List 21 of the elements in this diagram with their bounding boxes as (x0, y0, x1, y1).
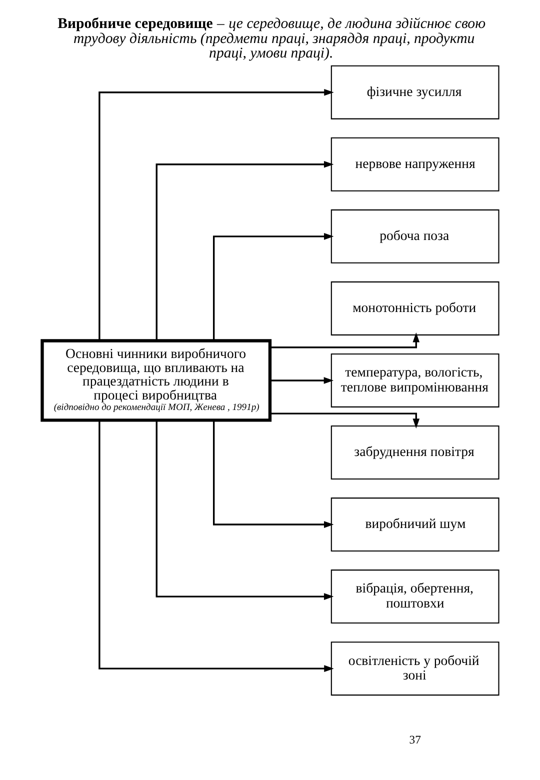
node-box: температура, вологість, теплове випромінювання (330, 353, 499, 408)
arrow (98, 88, 334, 341)
node-box: монотонність роботи (330, 281, 499, 336)
node-box: фізичне зусилля (330, 65, 499, 120)
arrow (212, 420, 334, 528)
node-box: нервове напруження (330, 137, 499, 192)
arrow (155, 420, 334, 600)
arrow (212, 233, 334, 341)
node-box: робоча поза (330, 209, 499, 264)
diagram-title: Виробниче середовище – це середовище, де людина здійснює свою трудову діяльність (предмети праці, знаряддя праці, продукти праці, умови праці). (57, 16, 486, 62)
label: 37 (408, 734, 420, 747)
arrow (270, 332, 420, 348)
node-box: виробничий шум (330, 498, 499, 552)
arrow (155, 160, 334, 340)
arrow (270, 377, 334, 384)
node-box: освітленість у робочій зоні (330, 642, 499, 696)
node-box: Основні чинники виробничого середовища, що впливають на працездатність людини в процесі виробництва (відповідно до рекомендації МОП, Женева , 1991р) (40, 339, 272, 422)
node-box: забруднення повітря (330, 425, 499, 480)
arrow (270, 412, 420, 428)
arrow (98, 420, 334, 672)
node-box: вібрація, обертення, поштовхи (330, 570, 499, 624)
